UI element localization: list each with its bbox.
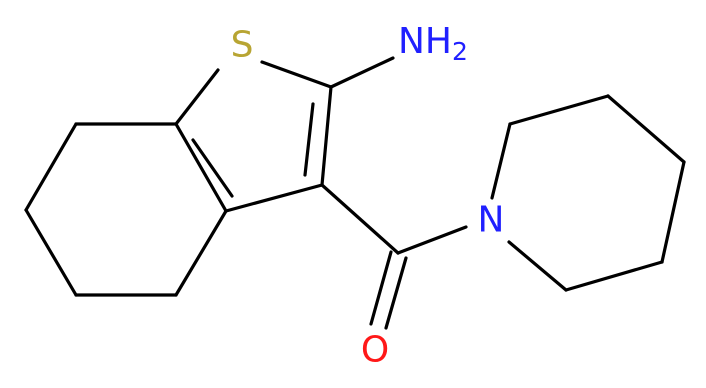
bond-c6-c5: [24, 208, 78, 297]
bond-c2-c3: [320, 85, 333, 187]
bond-c5p-c6p: [564, 260, 664, 292]
bond-c2-c3-double: [303, 102, 315, 177]
piperidine-nitrogen-atom-label: N: [478, 200, 505, 241]
bond-c7-c6: [24, 122, 78, 212]
bond-c7a-c3a-double: [191, 138, 234, 198]
bond-c2-nh2: [329, 56, 395, 89]
bond-carbonyl-o-1: [384, 256, 408, 330]
amine-label-subscript: 2: [452, 37, 468, 66]
bonds: [24, 56, 686, 330]
bond-n-c2p: [490, 122, 512, 200]
carbonyl-oxygen-atom-label: O: [361, 330, 389, 371]
bond-carbonyl-n: [396, 225, 468, 255]
bond-s-c2: [260, 60, 333, 89]
amine-atom-label: NH2: [398, 21, 468, 66]
bond-c2p-c3p: [508, 94, 610, 126]
bond-carbonyl-o-2: [369, 250, 393, 326]
bond-c7a-c3a: [174, 122, 228, 213]
sulfur-atom-label: S: [231, 25, 254, 66]
atom-labels: S NH2 N O: [231, 21, 505, 371]
bond-c6p-n: [507, 240, 568, 292]
bond-c4-c3a: [174, 209, 228, 297]
bond-c3p-c4p: [606, 94, 686, 164]
amine-label-main: NH: [398, 21, 452, 62]
bond-c3-c3a: [224, 183, 324, 213]
bond-c4p-c5p: [660, 160, 686, 264]
bond-c3-carbonyl: [320, 183, 400, 255]
bond-c7a-s: [174, 68, 220, 126]
